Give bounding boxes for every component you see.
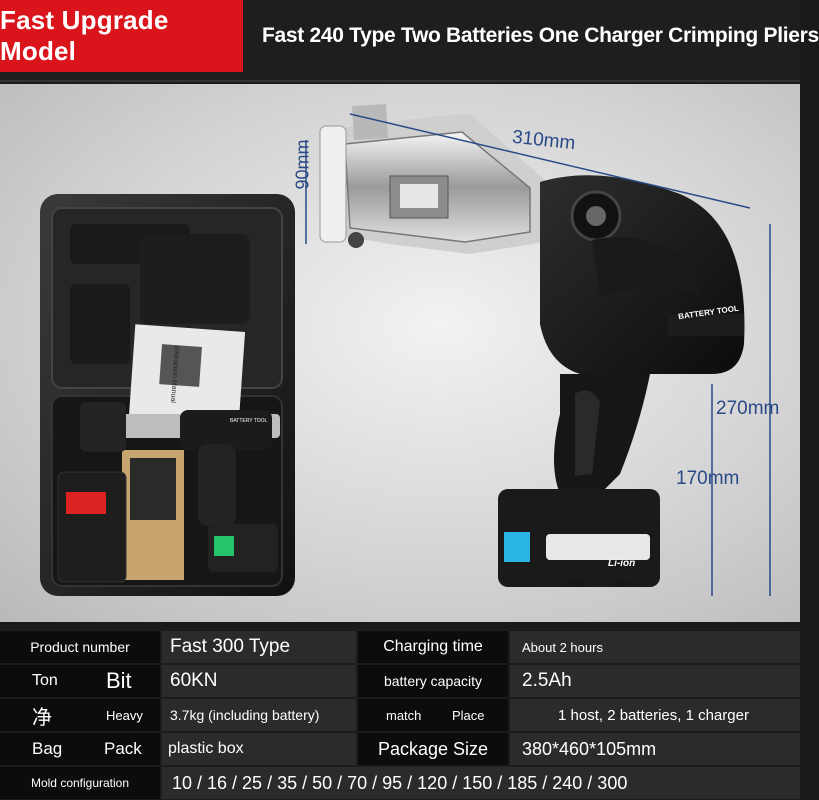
- spec-row: Product number Fast 300 Type Charging ti…: [0, 630, 800, 664]
- spec-row: Ton Bit 60KN battery capacity 2.5Ah: [0, 664, 800, 698]
- case-tool-label: BATTERY TOOL: [230, 418, 268, 424]
- spec-label: Bag Pack: [0, 733, 160, 765]
- spec-value: 1 host, 2 batteries, 1 charger: [510, 699, 800, 731]
- spec-value: 2.5Ah: [510, 665, 800, 697]
- spec-label-part: match: [386, 707, 422, 723]
- spec-label-part: Bag: [32, 739, 63, 758]
- spec-label: Package Size: [358, 733, 508, 765]
- spec-label-part: Place: [452, 707, 485, 723]
- spec-label: battery capacity: [358, 665, 508, 697]
- spec-value: plastic box: [162, 733, 356, 765]
- spec-value: 3.7kg (including battery): [162, 699, 356, 731]
- spec-value: About 2 hours: [510, 631, 800, 663]
- header-bar: Fast Upgrade Model Fast 240 Type Two Bat…: [0, 0, 819, 82]
- spec-label: Charging time: [358, 631, 508, 663]
- battery-capacity-label: 2.5Ah: [566, 580, 587, 589]
- spec-label-part: Heavy: [106, 707, 143, 723]
- spec-value: Fast 300 Type: [162, 631, 356, 663]
- battery-liion-label: Li-ion: [608, 558, 636, 569]
- spec-label: 净 Heavy: [0, 699, 160, 731]
- spec-label: Mold configuration: [0, 767, 160, 799]
- spec-row: 净 Heavy 3.7kg (including battery) match …: [0, 698, 800, 732]
- product-title: Fast 240 Type Two Batteries One Charger …: [262, 24, 819, 47]
- spec-row: Bag Pack plastic box Package Size 380*46…: [0, 732, 800, 766]
- spec-row: Mold configuration 10 / 16 / 25 / 35 / 5…: [0, 766, 800, 800]
- spec-value: 60KN: [162, 665, 356, 697]
- spec-label: match Place: [358, 699, 508, 731]
- spec-value: 380*460*105mm: [510, 733, 800, 765]
- spec-label-part: Ton: [32, 672, 58, 689]
- spec-table: Product number Fast 300 Type Charging ti…: [0, 628, 800, 800]
- dimension-handle-label: 170mm: [676, 468, 740, 489]
- crimping-tool: [319, 104, 745, 587]
- spec-label: Product number: [0, 631, 160, 663]
- dimension-jaw-label: 90mm: [292, 139, 313, 190]
- spec-label-part: Bit: [106, 668, 132, 693]
- spec-label-part: 净: [32, 706, 52, 729]
- product-photo: 310mm 90mm 270mm 170mm BATTERY TOOL Li-i…: [0, 84, 800, 622]
- battery-voltage-label: 18V: [616, 580, 631, 589]
- spec-value: 10 / 16 / 25 / 35 / 50 / 70 / 95 / 120 /…: [162, 767, 800, 799]
- dimension-height-label: 270mm: [716, 398, 780, 419]
- dimension-lines: [305, 113, 771, 596]
- spec-label: Ton Bit: [0, 665, 160, 697]
- product-illustration: [40, 104, 771, 596]
- carry-case: [40, 194, 295, 596]
- upgrade-badge: Fast Upgrade Model: [0, 0, 243, 72]
- spec-label-part: Pack: [104, 739, 142, 758]
